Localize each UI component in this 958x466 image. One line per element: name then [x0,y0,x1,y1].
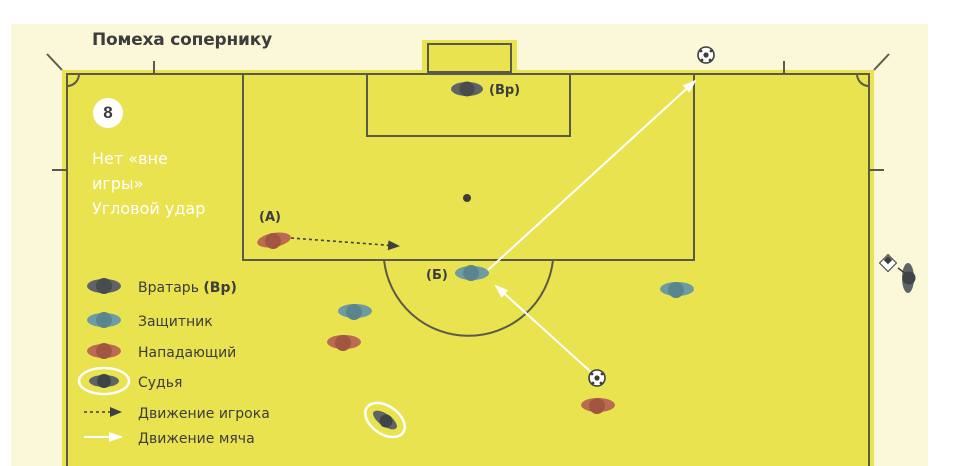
defender-b-player [455,265,489,281]
legend-defender-marker [87,312,121,328]
penalty-spot [463,194,471,202]
legend-defender-label: Защитник [138,314,213,330]
legend-goalkeeper-marker [87,278,121,294]
situation-caption-line-1: Нет «вне [92,149,168,168]
ball-icon [697,46,715,64]
legend-attacker-label: Нападающий [138,345,236,361]
defender-player [338,304,372,320]
legend-ball-movement-label: Движение мяча [138,431,255,447]
goal-frame [427,43,512,73]
situation-caption-line-2: игры» [92,174,144,193]
attacker-a-player [257,232,291,249]
legend-player-movement-label: Движение игрока [138,406,270,422]
goalkeeper-label: (Вр) [489,83,520,98]
ball-icon [588,369,606,387]
ball-path-to-defender [494,284,593,374]
defender-player [660,282,694,298]
attacker-a-label: (А) [259,210,281,225]
pitch-lines [46,53,890,466]
corner-flag-icon [878,253,907,275]
situation-number-badge: 8 [93,98,123,128]
referee-player [364,401,406,439]
assistant-referee [902,263,916,293]
legend-goalkeeper-label: Вратарь (Вр) [138,280,237,296]
ball-path-to-goal [487,79,697,271]
legend-attacker-marker [87,343,121,359]
goalkeeper-player [451,81,483,97]
legend-referee-marker [77,366,131,396]
legend-referee-label: Судья [138,375,182,391]
defender-b-label: (Б) [426,268,448,283]
legend: Вратарь (Вр) Защитник Нападающий Судья Д… [77,278,270,447]
diagram-title: Помеха сопернику [92,30,272,50]
situation-caption-line-3: Угловой удар [92,199,206,218]
attacker-player [327,335,361,351]
attacker-player [581,398,615,414]
